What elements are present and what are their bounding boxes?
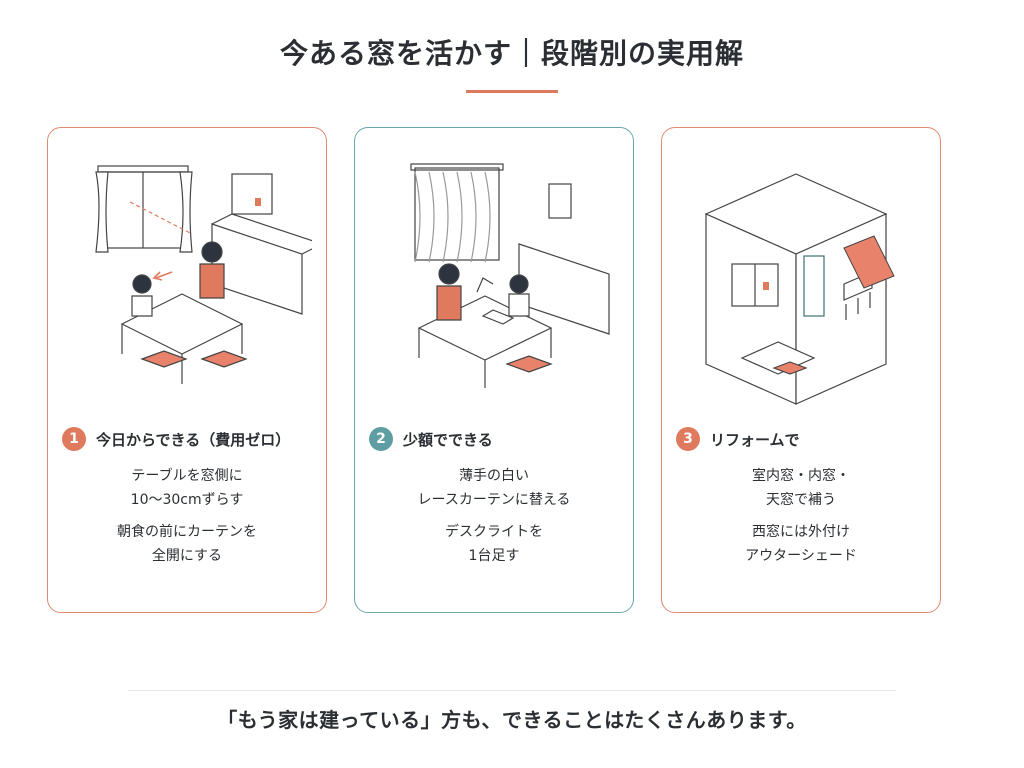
footer-divider [128,690,896,691]
tip-text: 室内窓・内窓・天窓で補う [752,468,850,508]
step-badge-2: 2 [369,427,393,451]
page-title: 今ある窓を活かす｜段階別の実用解 [279,37,744,70]
footer-message: 「もう家は建っている」方も、できることはたくさんあります。 [217,708,807,732]
illustration-dining-window [95,165,312,384]
step-badge-3: 3 [676,427,700,451]
heading-text: 少額でできる [403,430,493,449]
heading-text: リフォームで [710,430,800,449]
tip-text: 朝食の前にカーテンを全開にする [117,524,257,564]
step-badge-1: 1 [62,427,86,451]
card-heading: 2 少額でできる [369,426,493,452]
tip-text: 薄手の白いレースカーテンに替える [417,468,571,508]
tip-text: 西窓には外付けアウターシェード [745,524,857,564]
heading-text: 今日からできる（費用ゼロ） [96,430,291,449]
illustration-lace-curtain-desk [410,163,610,388]
illustration-house-cutaway [704,173,895,405]
card-renovation: 3 リフォームで 室内窓・内窓・天窓で補う 西窓には外付けアウターシェード [661,127,941,613]
card-heading: 3 リフォームで [676,426,800,452]
title-underline [466,90,558,93]
card-heading: 1 今日からできる（費用ゼロ） [62,426,290,452]
